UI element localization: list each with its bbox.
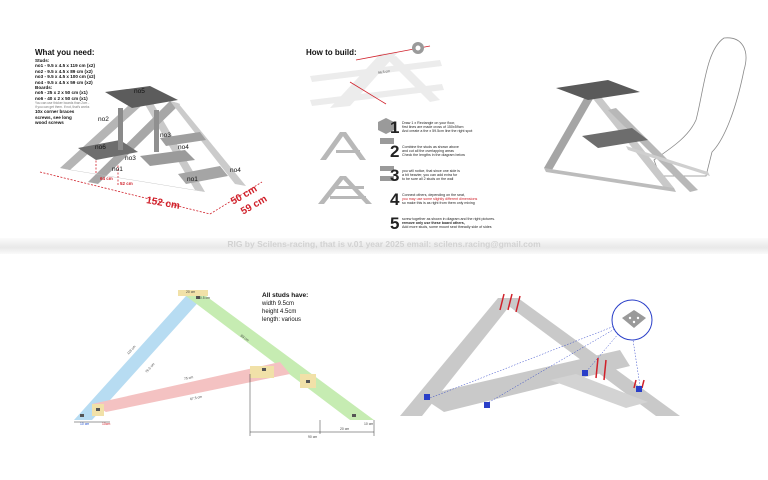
bracket-detail-diagram [400,293,680,416]
step-line: And create a the x 59.5cm line the right… [402,129,473,134]
rig-label-no4: no4 [230,167,241,174]
step-line: Draw 1 x Rectangle on your floor, [402,121,456,125]
list-item: 10x corner braces [35,109,75,115]
plan-label-base-left: 10 cm [80,422,90,426]
dim-small-b: 52 cm [120,181,133,186]
rig-label-no2: no2 [98,116,109,123]
rig-label-no5: no5 [134,88,145,95]
rig-label-no1: no1 [187,176,198,183]
step-line: to be sure all 2 studs on the wall [402,177,454,182]
step-line: first lines are made cross of 150x59cm [402,125,464,130]
how-to-build-panel: How to build: [290,0,530,236]
step-line: so make this is as right from them only … [402,201,475,206]
list-item: no6 - 40 x 2 x 50 cm (x1) [35,95,88,101]
build-steps: 1 Draw 1 x Rectangle on your floor, firs… [390,118,520,238]
step-text: screw together as shown in diagram and t… [402,217,495,230]
build-step-5: 5 screw together as shown in diagram and… [390,214,520,234]
list-item: no3 - 9.5 x 4.5 x 100 cm (x2) [35,74,96,80]
step-line: remove only use these board others, [402,221,465,226]
build-step-3: 3 you will notice, that since one side i… [390,166,520,186]
step-number: 1 [390,118,400,137]
step-line: you may use some slightly different dime… [402,197,478,202]
rig-label-no3: no3 [125,155,136,162]
list-item: Studs: [35,58,50,63]
step-line: Check the lengths in the diagram below [402,153,465,158]
rig-label-no3: no3 [160,132,171,139]
step-line: Combine the studs as shown above [402,145,459,149]
plan-label-top-gap2: 10.5 cm [198,296,211,300]
plan-label-base-right2: 10 cm [364,422,374,426]
step-text: you will notice, that since one side is … [402,169,460,182]
plan-label-base-left2: 10cm [102,422,111,426]
step-number: 3 [390,166,400,185]
list-item: no2 - 9.5 x 4.5 x 89 cm (x2) [35,68,93,74]
materials-panel: What you need: Studs: no1 - 9.5 x 4.5 x … [0,0,280,236]
stud-plan-diagram [74,290,375,436]
dim-small-a: 64 cm [100,176,113,181]
list-item: no4 - 9.5 x 4.5 x 59 cm (x2) [35,79,93,85]
step-line: Add more studs, some mount seat threadly… [402,225,492,230]
what-you-need-title: What you need: [35,48,95,57]
plan-label-top-gap: 20 cm [186,290,196,294]
plan-label-total: 90 cm [308,435,318,439]
rig-label-no6: no6 [95,144,106,151]
step-line: screw together as shown in diagram and t… [402,217,496,221]
step-line: and cut all the overlapping areas [402,149,454,154]
studs-info-height: height 4.5cm [262,309,297,315]
studs-info-length: length: various [262,317,302,323]
step-line: you will notice, that since one side is [402,169,460,173]
list-item: no5 - 25 x 2 x 50 cm (x1) [35,90,88,96]
step-text: Connect others, depending on the seat, y… [402,193,477,206]
list-item: screws, see long [35,114,72,120]
rig-with-seat-illustration [544,37,747,192]
materials-list: Studs: no1 - 9.5 x 4.5 x 119 cm (x2) no2… [35,58,125,125]
list-item: if you can get them. If not, that's work… [35,105,90,110]
build-step-2: 2 Combine the studs as shown above and c… [390,142,520,162]
rig-label-no1: no1 [112,166,123,173]
step-number: 4 [390,190,400,209]
step-line: Connect others, depending on the seat, [402,193,465,197]
step-text: Combine the studs as shown above and cut… [402,145,465,158]
how-to-build-title: How to build: [306,48,357,57]
rig-label-no4: no4 [178,144,189,151]
step-number: 5 [390,214,400,233]
list-item: no1 - 9.5 x 4.5 x 119 cm (x2) [35,63,96,69]
list-item: wood screws [35,120,64,126]
frame-layout-diagram [310,42,444,204]
build-step-4: 4 Connect others, depending on the seat,… [390,190,520,210]
step-line: a bit heavier, you can add extra for [402,173,458,178]
list-item: You can use thicker boards than 2cm - [35,101,90,106]
studs-info-title: All studs have: [262,292,309,299]
footer-credit: RIG by Scilens-racing, that is v.01 year… [227,239,541,249]
rig-3d-illustration [39,86,263,215]
footer-band [0,238,768,254]
build-step-1: 1 Draw 1 x Rectangle on your floor, firs… [390,118,520,138]
step-number: 2 [390,142,400,161]
plan-label-base-right: 20 cm [340,427,350,431]
list-item: Boards: [35,85,53,91]
step-text: Draw 1 x Rectangle on your floor, first … [402,121,472,134]
studs-info-width: width 9.5cm [262,301,295,307]
